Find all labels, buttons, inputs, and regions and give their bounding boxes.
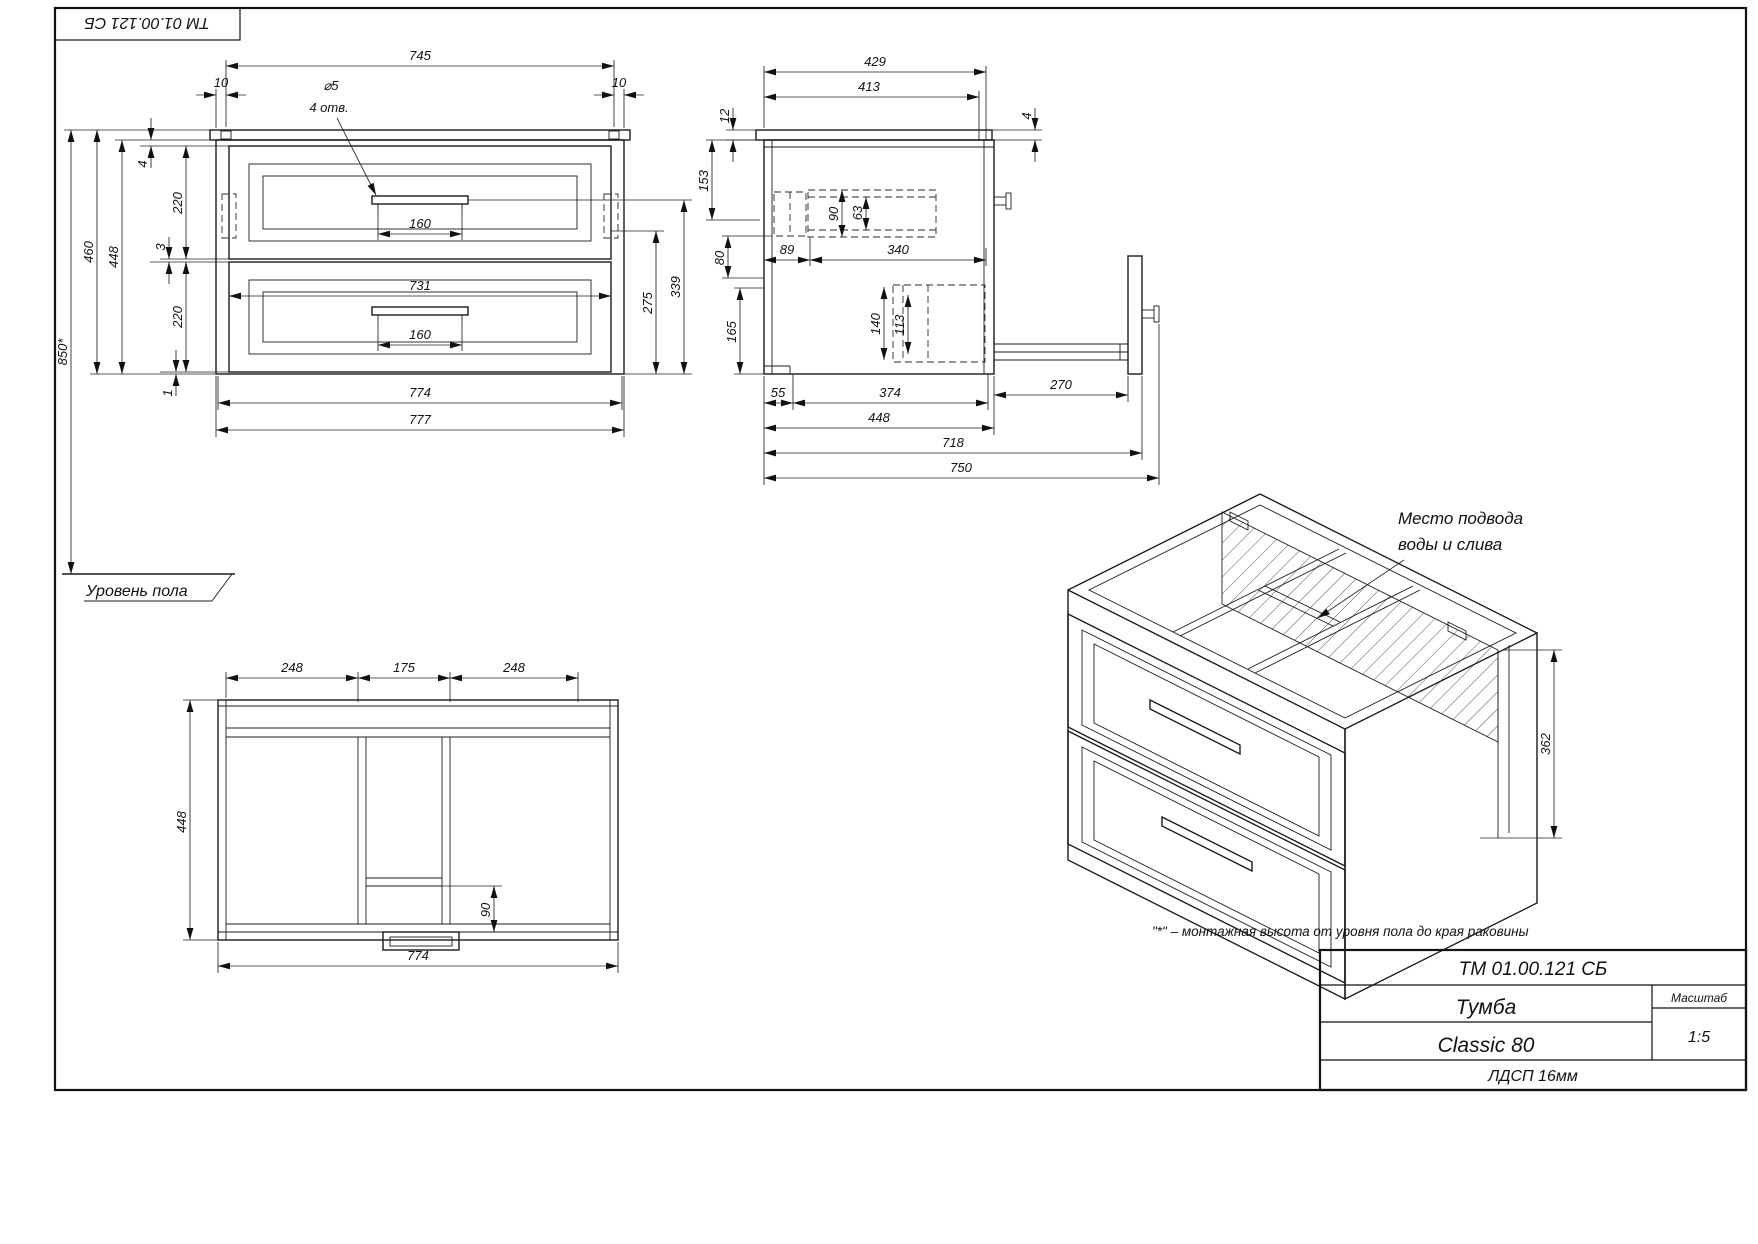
dim-718: 718 [942,435,964,450]
dim-4: 4 [135,160,150,167]
title-scale-label: Масштаб [1671,991,1728,1005]
front-view-texts: 745 10 10 ⌀5 4 отв. 160 160 731 4 220 3 … [55,48,683,600]
dim-448s: 448 [868,410,890,425]
front-view: 745 10 10 ⌀5 4 отв. 160 160 731 4 220 3 … [55,48,692,602]
floor-level-label: Уровень пола [85,583,188,600]
dim-10-right: 10 [612,75,627,90]
dim-160-top: 160 [409,216,431,231]
cabinet-body-side [763,139,995,375]
dim-4s: 4 [1019,112,1034,119]
side-view-texts: 429 413 12 4 153 90 63 89 340 80 165 140… [696,54,1073,475]
dim-374: 374 [879,385,901,400]
iso-dimension-lines [1317,559,1562,839]
cabinet-body-front [215,139,625,375]
iso-drawer2 [1067,729,1346,985]
mounting-height-footnote: "*" – монтажная высота от уровня пола до… [1152,924,1529,939]
dim-220-bottom: 220 [170,305,185,328]
dim-362: 362 [1538,732,1553,754]
sheet-frame [53,6,1748,1092]
dim-113: 113 [892,314,907,335]
hidden-bracket-left [221,193,237,239]
drawer1-front [228,145,612,260]
dim-3: 3 [153,243,168,251]
iso-handle2 [1161,815,1253,873]
countertop-side [755,129,993,141]
dim-175: 175 [393,660,415,675]
dim-731: 731 [409,278,431,293]
top-view-geometry [217,699,619,951]
side-view: 429 413 12 4 153 90 63 89 340 80 165 140… [696,54,1160,485]
iso-texts: Место подвода воды и слива 362 [1398,509,1553,755]
top-view-texts: 248 175 248 448 90 774 [174,660,526,963]
hole-count-label: 4 отв. [309,100,348,115]
dim-448t: 448 [174,810,189,832]
dim-55: 55 [771,385,786,400]
top-view: 248 175 248 448 90 774 [174,660,619,973]
dim-460: 460 [81,240,96,262]
dim-745: 745 [409,48,431,63]
title-material: ЛДСП 16мм [1487,1068,1578,1085]
dim-413: 413 [858,79,880,94]
corner-stamp-code: ТМ 01.00.121 СБ [84,14,209,31]
hole-dia-label: ⌀5 [323,78,339,93]
dim-12: 12 [717,108,732,123]
title-doc-code: ТМ 01.00.121 СБ [1459,959,1608,980]
dim-340: 340 [887,242,909,257]
dim-153: 153 [696,169,711,191]
dim-165: 165 [724,320,739,342]
dim-774: 774 [409,385,431,400]
dim-90s: 90 [826,206,841,221]
title-scale-value: 1:5 [1688,1029,1710,1046]
dim-850: 850* [55,338,70,366]
title-block: ТМ 01.00.121 СБ Тумба Classic 80 Масштаб… [1318,948,1748,1092]
dim-1: 1 [160,389,175,396]
countertop-front [209,129,631,141]
top-view-dimension-lines [183,672,619,973]
dim-429: 429 [864,54,886,69]
plumbing-callout-line1: Место подвода [1398,509,1523,528]
side-view-dimension-lines [706,66,1160,485]
pulled-drawer-front [1127,255,1143,375]
corner-stamp: ТМ 01.00.121 СБ [54,7,241,41]
drawer2-handle [371,306,469,316]
dim-248-right: 248 [502,660,525,675]
front-view-dimension-lines [64,60,692,574]
dim-270: 270 [1049,377,1072,392]
hidden-drawer2-box [892,284,986,363]
iso-drawer1 [1067,612,1346,868]
title-product-line2: Classic 80 [1438,1034,1535,1057]
dim-80: 80 [712,250,727,265]
drawer2-front [228,261,612,373]
dim-750: 750 [950,460,972,475]
drawer2-handle-side [1153,305,1160,323]
dim-140: 140 [868,312,883,334]
drawer1-handle [371,195,469,205]
dim-63: 63 [850,205,865,220]
iso-handle1 [1149,698,1241,756]
dim-777: 777 [409,412,431,427]
side-view-geometry [755,129,1160,375]
dim-89: 89 [780,242,794,257]
dim-10-left: 10 [214,75,229,90]
drawer1-handle-side [1005,192,1012,210]
dim-220-top: 220 [170,191,185,214]
dim-774t: 774 [407,948,429,963]
iso-view: Место подвода воды и слива 362 [1067,493,1562,1001]
dim-339: 339 [668,276,683,298]
handle-top-view [382,931,460,951]
cabinet-top-outline [217,699,619,941]
dim-90t: 90 [478,902,493,917]
front-view-geometry [62,129,631,602]
dim-160-bottom: 160 [409,327,431,342]
dim-275: 275 [640,291,655,314]
dim-248-left: 248 [280,660,303,675]
open-top-rim [1087,504,1518,719]
hidden-bracket-right [603,193,619,239]
plumbing-callout-line2: воды и слива [1398,535,1502,554]
iso-geometry [1067,493,1538,1001]
dim-448: 448 [106,245,121,267]
title-product-line1: Тумба [1456,996,1517,1019]
